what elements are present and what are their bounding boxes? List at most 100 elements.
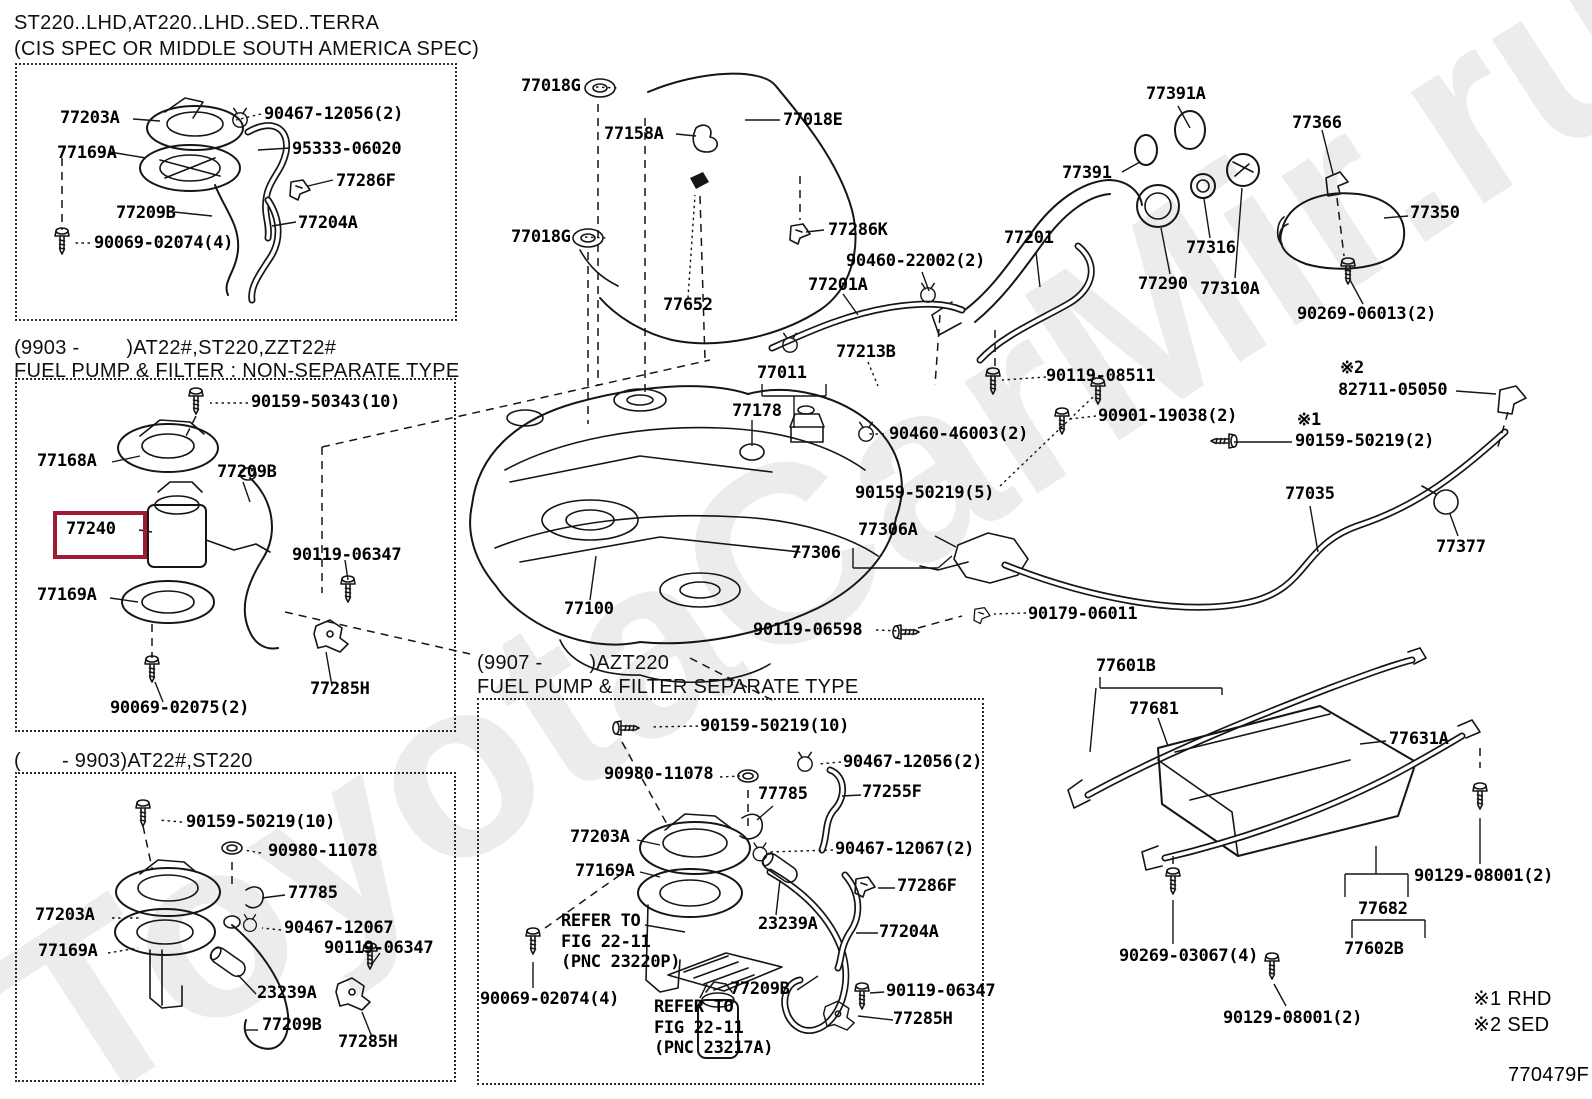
part-label-90159-50219-2-: 90159-50219(2): [1295, 431, 1435, 451]
part-label-90119-06347: 90119-06347: [886, 981, 996, 1001]
part-label-77682: 77682: [1358, 899, 1408, 919]
part-label-77209b: 77209B: [730, 979, 790, 999]
section-title-nonsep-1: (9903 - )AT22#,ST220,ZZT22#: [14, 337, 337, 359]
part-label-90159-50219-5-: 90159-50219(5): [855, 483, 995, 503]
leader-lines: [61, 86, 1509, 1038]
part-label-90119-06347: 90119-06347: [292, 545, 402, 565]
part-label-90069-02074-4-: 90069-02074(4): [94, 233, 234, 253]
part-label-77209b: 77209B: [262, 1015, 322, 1035]
part-label-90460-22002-2-: 90460-22002(2): [846, 251, 986, 271]
straps-art: [1067, 647, 1481, 871]
part-label-77306: 77306: [791, 543, 841, 563]
part-label-77652: 77652: [663, 295, 713, 315]
part-label-77285h: 77285H: [893, 1009, 953, 1029]
part-label-77391a: 77391A: [1146, 84, 1206, 104]
part-label-90467-12056-2-: 90467-12056(2): [843, 752, 983, 772]
part-label-90980-11078: 90980-11078: [268, 841, 378, 861]
part-label-refer-to-fig-22-11-pnc-23217a-: REFER TO FIG 22-11 (PNC 23217A): [654, 997, 774, 1059]
part-label-90980-11078: 90980-11078: [604, 764, 714, 784]
part-label-77018g: 77018G: [521, 76, 581, 96]
part-label-90901-19038-2-: 90901-19038(2): [1098, 406, 1238, 426]
section-title-cis-1: ST220..LHD,AT220..LHD..SED..TERRA: [14, 12, 380, 34]
part-label-90159-50219-10-: 90159-50219(10): [186, 812, 336, 832]
pump-box4-art: [637, 751, 876, 1059]
part-label-77169a: 77169A: [57, 143, 117, 163]
part-label-77350: 77350: [1410, 203, 1460, 223]
part-label-77601b: 77601B: [1096, 656, 1156, 676]
tank-art: [469, 385, 903, 683]
section-title-nonsep-2: FUEL PUMP & FILTER : NON-SEPARATE TYPE: [14, 360, 460, 382]
part-label-90460-46003-2-: 90460-46003(2): [889, 424, 1029, 444]
part-label-90269-03067-4-: 90269-03067(4): [1119, 946, 1259, 966]
note-rhd: ※1 RHD: [1473, 988, 1552, 1010]
part-label-77209b: 77209B: [116, 203, 176, 223]
part-label-77290: 77290: [1138, 274, 1188, 294]
part-label-82711-05050: 82711-05050: [1338, 380, 1448, 400]
section-box-separate: [477, 698, 984, 1085]
part-label-77201: 77201: [1004, 228, 1054, 248]
part-label-77018e: 77018E: [783, 110, 843, 130]
section-box-pre9903: [15, 772, 456, 1082]
part-label-77011: 77011: [757, 363, 807, 383]
part-label-90129-08001-2-: 90129-08001(2): [1223, 1008, 1363, 1028]
part-label-77785: 77785: [288, 883, 338, 903]
part-label-77310a: 77310A: [1200, 279, 1260, 299]
part-label-90179-06011: 90179-06011: [1028, 604, 1138, 624]
part-label-90269-06013-2-: 90269-06013(2): [1297, 304, 1437, 324]
section-title-separate-2: FUEL PUMP & FILTER SEPARATE TYPE: [477, 676, 859, 698]
part-label-90129-08001-2-: 90129-08001(2): [1414, 866, 1554, 886]
part-label-77286f: 77286F: [336, 171, 396, 191]
highlight-box-77240: [53, 511, 147, 559]
part-label-90119-06598: 90119-06598: [753, 620, 863, 640]
part-label-90159-50343-10-: 90159-50343(10): [251, 392, 401, 412]
part-label-77169a: 77169A: [37, 585, 97, 605]
part-label-23239a: 23239A: [758, 914, 818, 934]
part-label-90119-06347: 90119-06347: [324, 938, 434, 958]
part-label-77203a: 77203A: [60, 108, 120, 128]
part-label--2: ※2: [1340, 358, 1364, 378]
part-label-77285h: 77285H: [338, 1032, 398, 1052]
note-sed: ※2 SED: [1473, 1014, 1550, 1036]
section-title-pre9903: ( - 9903)AT22#,ST220: [14, 750, 253, 772]
page-code: 770479F: [1508, 1064, 1590, 1086]
part-label-90467-12067: 90467-12067: [284, 918, 394, 938]
part-label-77158a: 77158A: [604, 124, 664, 144]
part-label-refer-to-fig-22-11-pnc-23220p-: REFER TO FIG 22-11 (PNC 23220P): [561, 911, 681, 973]
part-label-77213b: 77213B: [836, 342, 896, 362]
part-label-77366: 77366: [1292, 113, 1342, 133]
part-label-95333-06020: 95333-06020: [292, 139, 402, 159]
part-label-77204a: 77204A: [879, 922, 939, 942]
part-label-77602b: 77602B: [1344, 939, 1404, 959]
part-label--1: ※1: [1297, 410, 1321, 430]
part-label-90159-50219-10-: 90159-50219(10): [700, 716, 850, 736]
pump-box3-art: [114, 841, 371, 1050]
part-label-77631a: 77631A: [1389, 729, 1449, 749]
pump-box2-art: [117, 419, 349, 653]
part-label-77285h: 77285H: [310, 679, 370, 699]
part-label-77201a: 77201A: [808, 275, 868, 295]
part-label-77255f: 77255F: [862, 782, 922, 802]
part-label-90467-12056-2-: 90467-12056(2): [264, 104, 404, 124]
filler-pipe-art: [931, 110, 1406, 336]
vent-pipe-art: [572, 72, 857, 345]
part-label-77018g: 77018G: [511, 227, 571, 247]
section-box-non-separate: [15, 378, 456, 732]
part-label-90119-08511: 90119-08511: [1046, 366, 1156, 386]
part-label-77377: 77377: [1436, 537, 1486, 557]
part-label-77286f: 77286F: [897, 876, 957, 896]
part-label-77306a: 77306A: [858, 520, 918, 540]
part-label-77240: 77240: [66, 519, 116, 539]
part-label-77286k: 77286K: [828, 220, 888, 240]
part-label-77203a: 77203A: [570, 827, 630, 847]
pump-box1-art: [139, 97, 311, 304]
part-label-77203a: 77203A: [35, 905, 95, 925]
part-label-77169a: 77169A: [575, 861, 635, 881]
part-label-90069-02074-4-: 90069-02074(4): [480, 989, 620, 1009]
sender-art: [919, 385, 1527, 625]
part-label-77391: 77391: [1062, 163, 1112, 183]
part-label-77035: 77035: [1285, 484, 1335, 504]
section-title-cis-2: (CIS SPEC OR MIDDLE SOUTH AMERICA SPEC): [14, 38, 480, 60]
part-label-77785: 77785: [758, 784, 808, 804]
